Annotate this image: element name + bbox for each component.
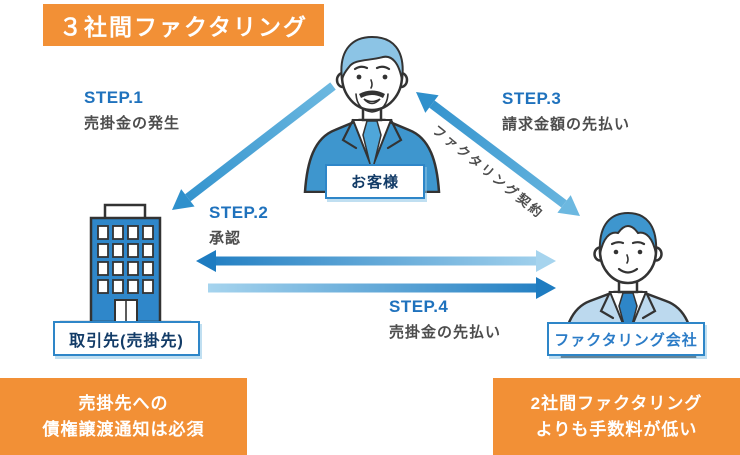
step1-desc: 売掛金の発生 (84, 115, 181, 132)
note-left: 売掛先への 債権譲渡通知は必須 (0, 378, 247, 455)
note-right-line1: 2社間ファクタリング (530, 394, 703, 413)
factoring-hair (598, 211, 658, 255)
step1-id: STEP.1 (84, 88, 144, 107)
step2-id: STEP.2 (209, 203, 269, 222)
page-title: ３社間ファクタリング (58, 14, 309, 40)
step2-desc: 承認 (209, 230, 242, 247)
customer-label-text: お客様 (350, 174, 399, 191)
step3-desc: 請求金額の先払い (502, 116, 631, 133)
client-building-illustration (58, 203, 193, 324)
note-right: 2社間ファクタリング よりも手数料が低い (493, 378, 740, 455)
building-windows (97, 225, 154, 294)
step4-desc: 売掛金の先払い (389, 324, 502, 341)
step3-block: STEP.3 請求金額の先払い (502, 89, 630, 134)
customer-hair (340, 35, 404, 81)
step4-block: STEP.4 売掛金の先払い (389, 297, 501, 342)
step4-id: STEP.4 (389, 297, 449, 316)
note-left-line2: 債権譲渡通知は必須 (42, 420, 205, 439)
arrow-factoring-contract (416, 92, 580, 216)
step1-block: STEP.1 売掛金の発生 (84, 88, 180, 133)
step2-block: STEP.2 承認 (209, 203, 268, 248)
step3-id: STEP.3 (502, 89, 562, 108)
arrow-step1-receivable (172, 82, 336, 210)
arrow-step4-payment (208, 277, 556, 299)
title-banner: ３社間ファクタリング (43, 4, 324, 46)
note-left-line1: 売掛先への (78, 394, 169, 413)
factoring-label-text: ファクタリング会社 (554, 331, 698, 349)
customer-label: お客様 (325, 164, 425, 199)
customer-mustache (359, 90, 385, 98)
factoring-label: ファクタリング会社 (547, 322, 705, 356)
client-label-text: 取引先(売掛先) (69, 332, 184, 350)
note-right-line2: よりも手数料が低い (535, 420, 698, 439)
client-label: 取引先(売掛先) (53, 321, 200, 356)
arrow-step2-approval (196, 250, 556, 272)
